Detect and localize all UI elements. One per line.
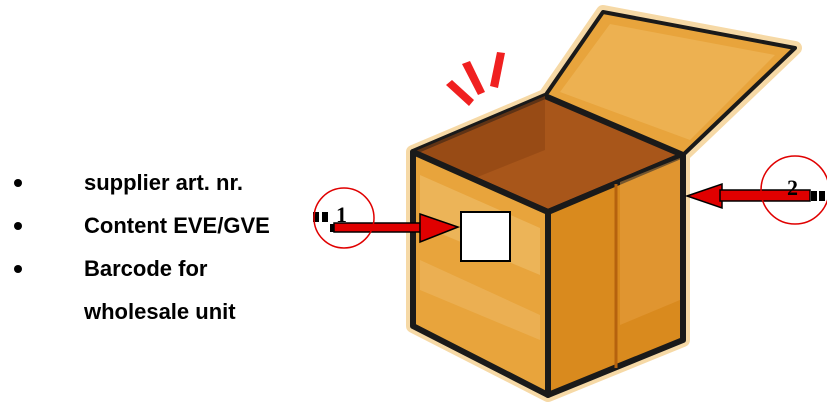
spark-icon [446, 52, 505, 106]
box-side-face [545, 152, 686, 398]
marker-circle-1 [313, 187, 375, 249]
marker-label-2: 2 [787, 175, 798, 200]
bullet-text: supplier art. nr. [84, 170, 243, 195]
bullet-item: Barcode for wholesale unit [12, 254, 270, 327]
marker-label-1: 1 [336, 202, 347, 227]
bullet-dot [14, 265, 22, 273]
bullet-text: Barcode for [84, 256, 208, 281]
bullet-item: supplier art. nr. [12, 168, 270, 198]
arrow-1 [313, 212, 461, 244]
marker-circle-2 [760, 155, 827, 225]
bullet-text-continuation: wholesale unit [84, 299, 236, 324]
label-square [460, 211, 511, 262]
bullet-dot [14, 222, 22, 230]
bullet-item: Content EVE/GVE [12, 211, 270, 241]
bullet-list: supplier art. nr. Content EVE/GVE Barcod… [12, 168, 270, 327]
arrow-2 [684, 182, 825, 210]
bullet-dot [14, 179, 22, 187]
box-lid [543, 10, 797, 157]
bullet-text: Content EVE/GVE [84, 213, 270, 238]
